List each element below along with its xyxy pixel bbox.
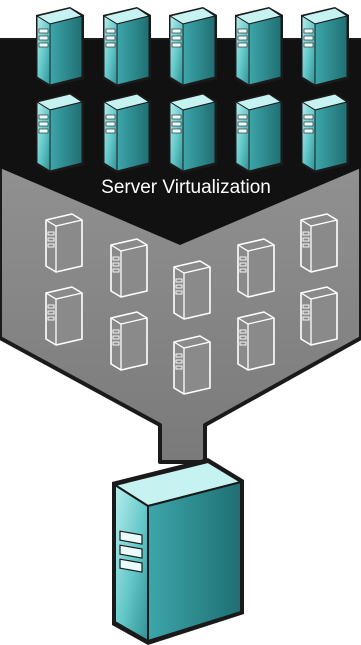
teal-server-icon: [234, 93, 283, 173]
virtual-server-outline-icon: [173, 260, 211, 320]
virtual-server-outline-icon: [45, 213, 83, 273]
teal-server-icon: [102, 7, 151, 87]
teal-server-icon: [168, 7, 217, 87]
large-teal-server-icon: [112, 458, 244, 645]
virtual-server-outline-icon: [300, 213, 338, 273]
virtual-server-outline-icon: [45, 286, 83, 346]
diagram-label: Server Virtualization: [101, 177, 271, 198]
teal-server-icon: [234, 7, 283, 87]
teal-server-icon: [102, 93, 151, 173]
virtual-server-outline-icon: [110, 311, 148, 371]
virtual-server-outline-icon: [300, 286, 338, 346]
top-servers-group: [35, 7, 349, 173]
virtual-server-outline-icon: [110, 238, 148, 298]
virtual-servers-group: [45, 213, 338, 395]
virtual-server-outline-icon: [173, 335, 211, 395]
teal-server-icon: [35, 7, 84, 87]
virtual-server-outline-icon: [237, 311, 275, 371]
teal-server-icon: [300, 7, 349, 87]
teal-server-icon: [168, 93, 217, 173]
teal-server-icon: [35, 93, 84, 173]
virtual-server-outline-icon: [237, 238, 275, 298]
teal-server-icon: [300, 93, 349, 173]
